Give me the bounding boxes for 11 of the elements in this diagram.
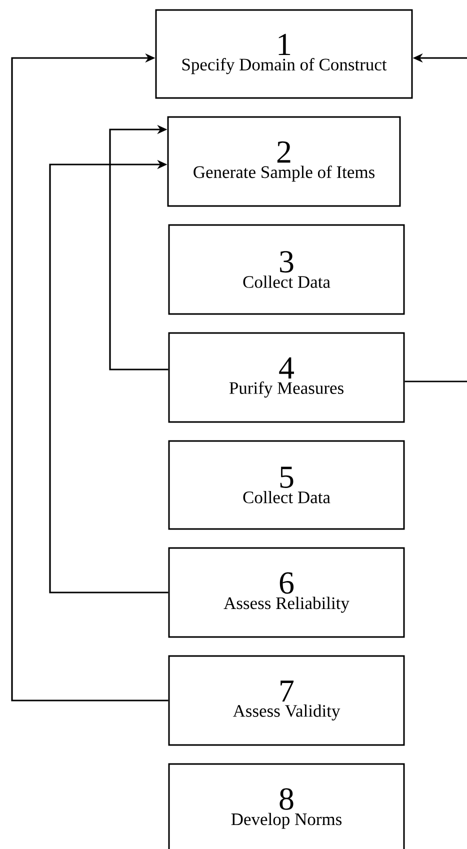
process-box: 3 Collect Data [168, 224, 405, 315]
arrow [11, 53, 168, 702]
arrow [49, 160, 168, 594]
process-box: 2 Generate Sample of Items [167, 116, 401, 207]
process-box: 7 Assess Validity [168, 655, 405, 746]
process-box: 4 Purify Measures [168, 332, 405, 423]
process-box: 8 Develop Norms [168, 763, 405, 849]
process-box: 6 Assess Reliability [168, 547, 405, 638]
process-box: 5 Collect Data [168, 440, 405, 530]
arrow [109, 124, 168, 370]
process-box: 1 Specify Domain of Construct [155, 9, 413, 99]
